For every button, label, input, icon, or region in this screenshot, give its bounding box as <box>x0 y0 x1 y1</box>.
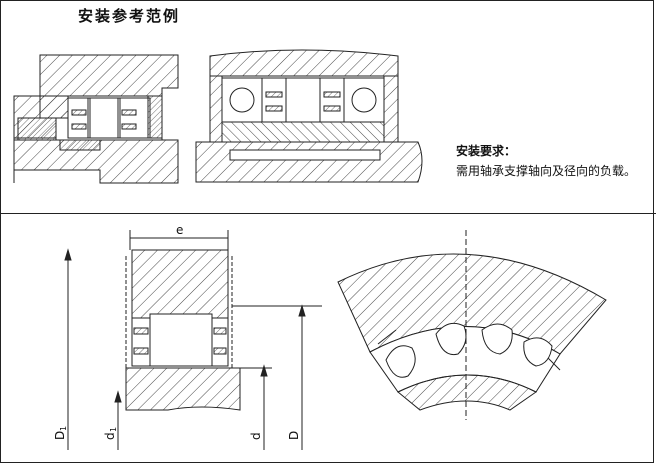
page-title: 安装参考范例 <box>78 7 181 25</box>
dimension-D1-subscript: 1 <box>59 426 68 431</box>
bearing-arc-section <box>337 230 607 420</box>
requirements-text: 需用轴承支撑轴向及径向的负载。 <box>456 164 637 178</box>
mounting-example-1 <box>13 54 179 184</box>
mounting-example-2 <box>195 49 423 183</box>
dimension-d-label: d <box>249 432 263 440</box>
dimension-d1-label: d <box>103 432 117 440</box>
dimension-D1-label: D <box>53 431 67 440</box>
bearing-section-drawing <box>64 230 322 450</box>
dimension-d1-subscript: 1 <box>109 427 118 432</box>
requirements-heading: 安装要求： <box>456 144 517 158</box>
dimension-e-label: e <box>176 223 183 237</box>
section-divider <box>0 213 656 214</box>
dimension-D-label: D <box>287 431 301 440</box>
